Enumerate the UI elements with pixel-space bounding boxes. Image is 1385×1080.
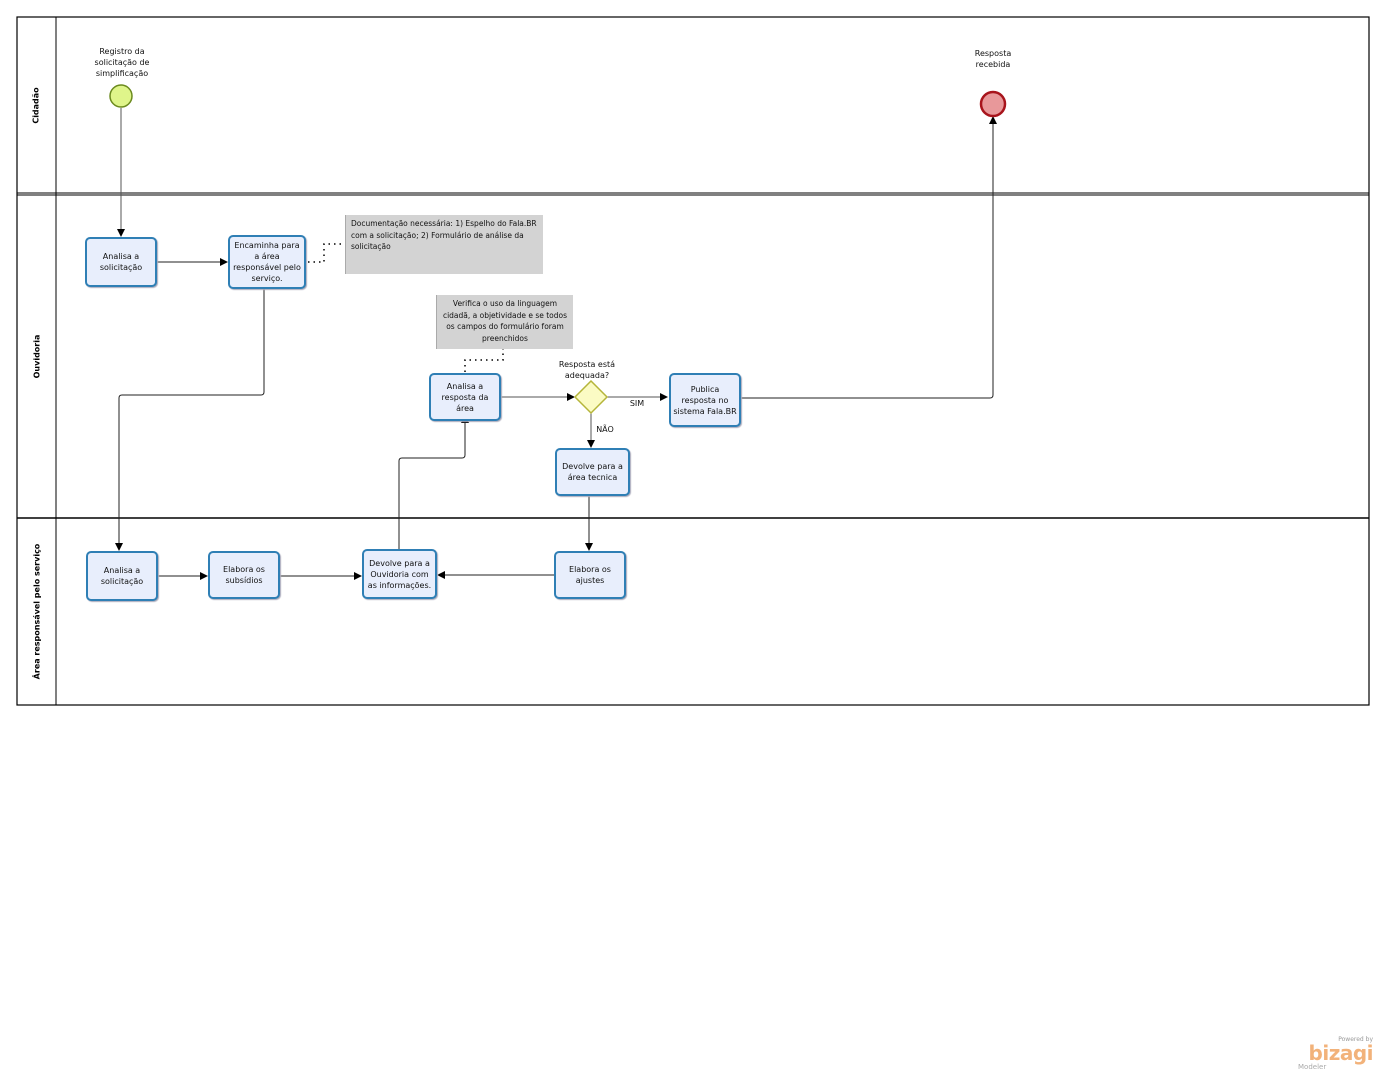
- pool-frame: [16, 16, 1370, 706]
- brand-name: bizagi: [1308, 1041, 1374, 1065]
- lane-label: Cidadão: [31, 86, 41, 124]
- lane-label: Ouvidoria: [32, 334, 42, 379]
- lane-label: Área responsável pelo serviço: [32, 543, 42, 680]
- task-analisa-solicitacao-area[interactable]: Analisa a solicitação: [86, 551, 158, 601]
- task-devolve-area-tecnica[interactable]: Devolve para a área tecnica: [555, 448, 630, 496]
- task-elabora-ajustes[interactable]: Elabora os ajustes: [554, 551, 626, 599]
- lane-ouvidoria: Ouvidoria: [17, 195, 56, 518]
- task-elabora-subsidios[interactable]: Elabora os subsídios: [208, 551, 280, 599]
- flow-label-nao: NÃO: [596, 425, 614, 434]
- task-analisa-resposta[interactable]: Analisa a resposta da área: [429, 373, 501, 421]
- powered-by-text: Powered by: [1338, 1036, 1373, 1043]
- associations: [308, 243, 504, 372]
- flow-label-sim: SIM: [629, 399, 645, 408]
- sequence-flows: [115, 108, 997, 580]
- end-event: [979, 90, 1007, 118]
- start-event-label: Registro da solicitação de simplificação: [94, 47, 150, 78]
- annotation-documentacao: Documentação necessária: 1) Espelho do F…: [345, 215, 543, 274]
- task-publica-resposta[interactable]: Publica resposta no sistema Fala.BR: [669, 373, 741, 427]
- task-encaminha[interactable]: Encaminha para a área responsável pelo s…: [228, 235, 306, 289]
- annotation-verifica: Verifica o uso da linguagem cidadã, a ob…: [436, 295, 573, 349]
- end-event-label: Resposta recebida: [974, 49, 1012, 69]
- bizagi-logo: Powered by bizagi Modeler: [1298, 1036, 1374, 1071]
- lane-cidadao: Cidadão: [17, 17, 56, 193]
- product-name: Modeler: [1298, 1063, 1327, 1071]
- task-devolve-ouvidoria[interactable]: Devolve para a Ouvidoria com as informaç…: [362, 549, 437, 599]
- exclusive-gateway: [573, 379, 609, 415]
- gateway-label: Resposta está adequada?: [558, 360, 616, 380]
- start-event: [109, 84, 133, 108]
- task-analisa-solicitacao-ouvidoria[interactable]: Analisa a solicitação: [85, 237, 157, 287]
- lane-area-responsavel: Área responsável pelo serviço: [17, 518, 56, 705]
